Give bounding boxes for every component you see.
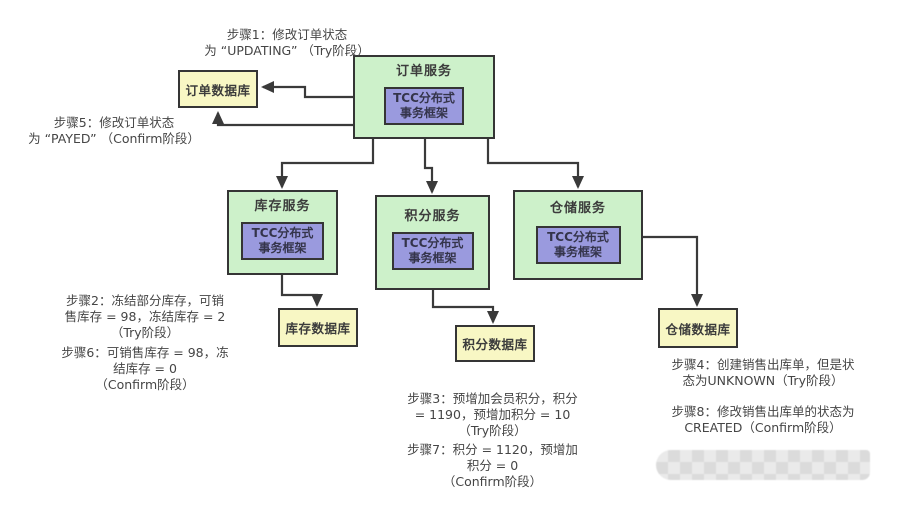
inventory-db-label: 库存数据库 — [285, 321, 351, 336]
note-step7: 步骤7：积分 = 1120，预增加 积分 = 0 （Confirm阶段） — [407, 442, 578, 489]
note-step5: 步骤5：修改订单状态 为 “PAYED” （Confirm阶段） — [28, 115, 200, 146]
warehouse-db-label: 仓储数据库 — [665, 321, 731, 337]
warehouse-tcc-framework-box: TCC分布式 事务框架 — [535, 226, 621, 264]
order-db-box: 订单数据库 — [178, 70, 258, 108]
inventory-service-label: 库存服务 — [254, 199, 311, 214]
inventory-tcc-framework-label: TCC分布式 事务框架 — [251, 226, 314, 255]
order-db-label: 订单数据库 — [185, 82, 251, 98]
order-service-box: 订单服务 TCC分布式 事务框架 — [353, 55, 495, 139]
note-step4: 步骤4：创建销售出库单，但是状 态为UNKNOWN（Try阶段） — [671, 357, 855, 388]
note-step1: 步骤1：修改订单状态 为 “UPDATING” （Try阶段） — [204, 27, 370, 58]
arrow-order-to-warehouse-service — [486, 139, 584, 189]
points-service-box: 积分服务 TCC分布式 事务框架 — [375, 195, 490, 290]
arrow-order-service-to-order-db-confirm — [212, 111, 353, 127]
inventory-service-box: 库存服务 TCC分布式 事务框架 — [227, 190, 338, 275]
arrow-order-to-points-service — [423, 139, 438, 194]
note-step2: 步骤2：冻结部分库存，可销 售库存 = 98，冻结库存 = 2 （Try阶段） — [64, 293, 226, 340]
points-tcc-framework-box: TCC分布式 事务框架 — [391, 232, 474, 270]
arrow-points-service-to-points-db — [431, 289, 499, 324]
order-tcc-framework-label: TCC分布式 事务框架 — [393, 91, 455, 120]
order-service-label: 订单服务 — [395, 64, 452, 79]
note-step8: 步骤8：修改销售出库单的状态为 CREATED（Confirm阶段） — [671, 404, 855, 435]
points-db-label: 积分数据库 — [462, 337, 528, 352]
inventory-db-box: 库存数据库 — [278, 308, 358, 347]
inventory-tcc-framework-box: TCC分布式 事务框架 — [241, 222, 324, 260]
arrow-warehouse-service-to-warehouse-db — [643, 235, 703, 307]
note-step6: 步骤6：可销售库存 = 98，冻 结库存 = 0 （Confirm阶段） — [61, 345, 229, 392]
arrow-order-to-inventory-service — [276, 139, 375, 189]
warehouse-db-box: 仓储数据库 — [658, 308, 738, 348]
warehouse-service-label: 仓储服务 — [549, 201, 606, 216]
warehouse-service-box: 仓储服务 TCC分布式 事务框架 — [513, 190, 643, 280]
blurred-watermark — [656, 450, 870, 480]
arrow-order-service-to-order-db-try — [261, 81, 353, 99]
arrow-inventory-service-to-inventory-db — [280, 275, 323, 307]
warehouse-tcc-framework-label: TCC分布式 事务框架 — [547, 230, 609, 259]
note-step3: 步骤3：预增加会员积分，积分 = 1190，预增加积分 = 10 （Try阶段） — [407, 391, 578, 438]
order-tcc-framework-box: TCC分布式 事务框架 — [384, 87, 464, 125]
points-tcc-framework-label: TCC分布式 事务框架 — [401, 236, 464, 265]
points-db-box: 积分数据库 — [455, 325, 535, 362]
points-service-label: 积分服务 — [404, 209, 461, 224]
